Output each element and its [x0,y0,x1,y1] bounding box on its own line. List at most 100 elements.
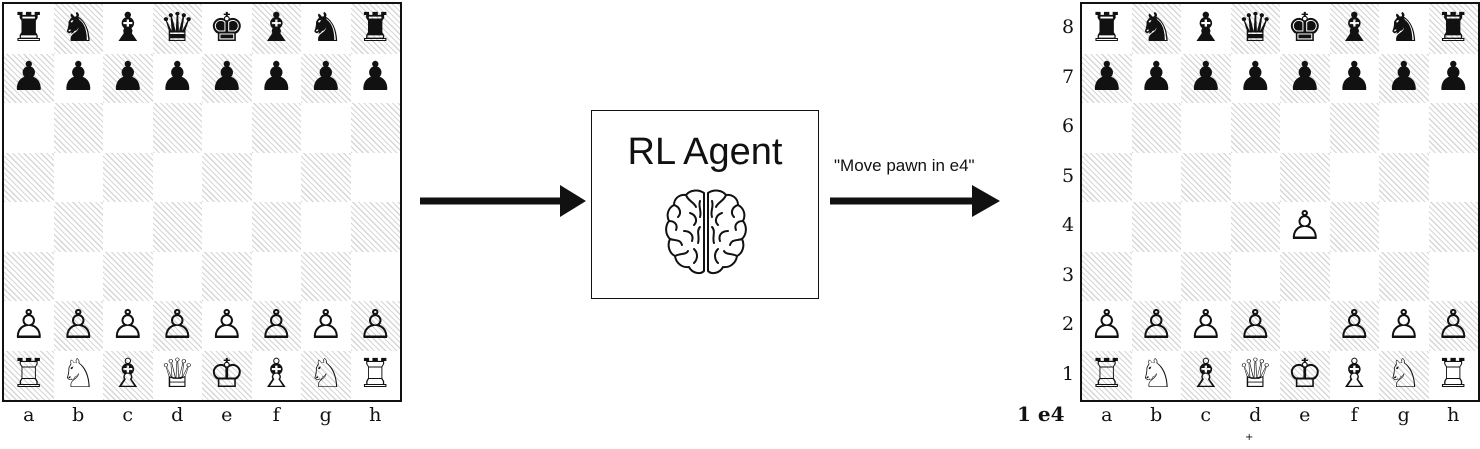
black-knight-icon: ♞ [307,4,344,51]
result-square-c2: ♙ [1181,301,1231,351]
action-label: "Move pawn in e4" [834,156,975,175]
result-square-f3 [1330,252,1380,302]
white-knight-icon: ♘ [307,351,344,398]
brain-icon [665,189,747,275]
result-square-d5 [1231,153,1281,203]
initial-square-h3 [351,252,401,302]
initial-square-e5 [202,152,252,202]
white-knight-icon: ♘ [60,351,97,398]
initial-file-label-b: b [72,404,85,426]
initial-square-h5 [351,153,401,203]
initial-square-a7: ♟ [4,53,54,103]
black-knight-icon: ♞ [1138,4,1175,51]
initial-square-c1: ♗ [103,350,153,400]
initial-file-label-d: d [171,404,184,426]
initial-square-d6 [152,103,202,153]
initial-square-e8: ♚ [202,4,252,54]
black-pawn-icon: ♟ [1336,54,1373,101]
white-rook-icon: ♖ [1435,351,1472,398]
black-pawn-icon: ♟ [109,54,146,101]
result-square-a1: ♖ [1082,350,1132,400]
white-pawn-icon: ♙ [357,301,394,348]
result-square-b8: ♞ [1131,4,1181,54]
result-square-f2: ♙ [1329,301,1379,351]
result-square-d3 [1231,252,1281,302]
result-square-a2: ♙ [1082,301,1132,351]
white-pawn-icon: ♙ [1088,301,1125,348]
white-pawn-icon: ♙ [1385,301,1422,348]
result-square-c6 [1181,103,1231,153]
black-queen-icon: ♛ [1237,4,1274,51]
initial-square-g6 [301,103,351,153]
white-bishop-icon: ♗ [109,351,146,398]
initial-square-f1: ♗ [252,351,302,401]
initial-square-f7: ♟ [252,54,302,104]
black-pawn-icon: ♟ [1385,54,1422,101]
initial-square-c5 [103,152,153,202]
result-square-c1: ♗ [1181,350,1231,400]
white-pawn-icon: ♙ [1237,301,1274,348]
move-notation: 1 e4 [1017,402,1065,426]
initial-square-d5 [153,153,203,203]
initial-square-c2: ♙ [103,301,153,351]
result-square-g6 [1379,103,1429,153]
initial-square-c4 [103,202,153,252]
result-square-a7: ♟ [1082,53,1132,103]
black-knight-icon: ♞ [60,4,97,51]
white-king-icon: ♔ [1286,351,1323,398]
result-rank-label-3: 3 [1061,263,1075,286]
result-file-label-a: a [1101,404,1113,426]
result-square-a6 [1082,103,1132,153]
initial-square-h6 [350,103,400,153]
initial-square-f5 [252,153,302,203]
result-rank-label-4: 4 [1061,214,1075,236]
result-square-g7: ♟ [1379,53,1429,103]
white-queen-icon: ♕ [159,351,196,398]
result-square-a3 [1082,251,1132,301]
initial-square-c6 [103,103,153,153]
black-pawn-icon: ♟ [1138,54,1175,101]
initial-square-e3 [202,251,252,301]
initial-file-label-a: a [23,404,35,426]
result-square-e8: ♚ [1280,4,1330,54]
initial-file-label-h: h [369,404,382,426]
initial-square-b2: ♙ [53,301,103,351]
black-rook-icon: ♜ [1088,4,1125,51]
result-rank-label-6: 6 [1061,115,1075,137]
black-pawn-icon: ♟ [60,54,97,101]
white-pawn-icon: ♙ [60,301,97,348]
initial-file-label-c: c [122,404,134,426]
initial-square-c3 [103,251,153,301]
white-rook-icon: ♖ [1088,351,1125,398]
white-bishop-icon: ♗ [1336,351,1373,398]
initial-square-f2: ♙ [251,301,301,351]
black-bishop-icon: ♝ [109,4,146,51]
result-rank-label-1: 1 [1061,362,1075,385]
initial-square-d4 [152,202,202,252]
black-pawn-icon: ♟ [159,54,196,101]
result-square-h7: ♟ [1429,54,1479,104]
result-square-b1: ♘ [1132,351,1182,401]
white-rook-icon: ♖ [357,351,394,398]
initial-square-g8: ♞ [301,4,351,54]
result-square-g4 [1379,202,1429,252]
result-square-h6 [1428,103,1478,153]
black-pawn-icon: ♟ [357,54,394,101]
black-pawn-icon: ♟ [208,54,245,101]
result-square-d7: ♟ [1231,54,1281,104]
white-pawn-icon: ♙ [307,301,344,348]
result-square-e4: ♙ [1280,202,1330,252]
white-pawn-icon: ♙ [208,301,245,348]
initial-square-g1: ♘ [301,350,351,400]
white-pawn-icon: ♙ [1187,301,1224,348]
black-pawn-icon: ♟ [1435,54,1472,101]
result-square-e3 [1280,251,1330,301]
white-pawn-icon: ♙ [1336,301,1373,348]
result-square-e6 [1280,103,1330,153]
white-pawn-icon: ♙ [10,301,47,348]
result-square-g8: ♞ [1379,4,1429,54]
result-file-label-e: e [1299,404,1311,426]
black-pawn-icon: ♟ [1187,54,1224,101]
result-square-e2 [1280,301,1330,351]
result-square-h4 [1428,202,1478,252]
